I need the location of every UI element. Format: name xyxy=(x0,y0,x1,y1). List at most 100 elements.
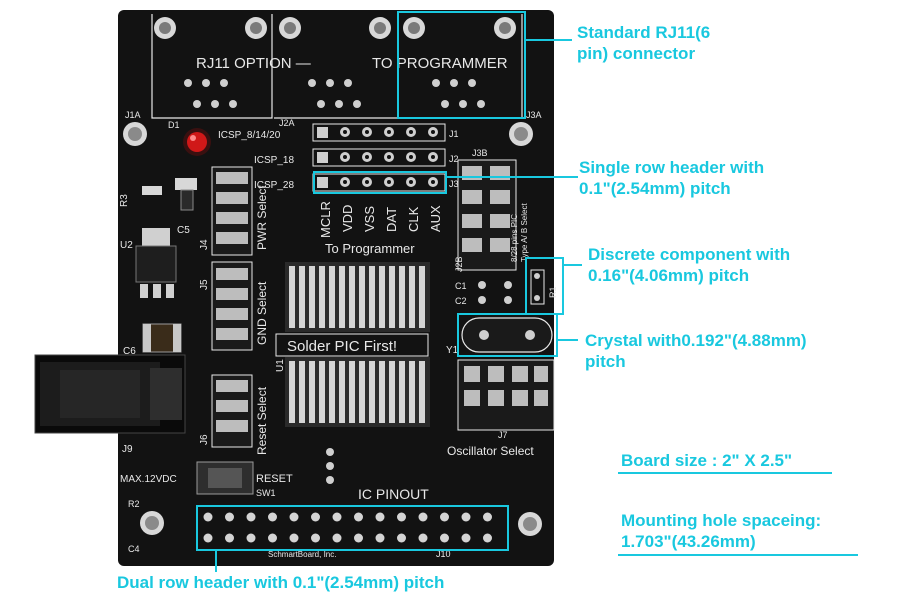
header-pin xyxy=(246,533,256,543)
board-size-callout: Board size : 2" X 2.5" xyxy=(621,451,793,470)
header-pin xyxy=(225,512,234,522)
ic-pad xyxy=(329,266,335,328)
header-pin xyxy=(461,512,471,522)
ic-pad xyxy=(359,266,365,328)
mounting-hole-bottom-left xyxy=(140,511,164,535)
c6-capacitor xyxy=(142,323,182,353)
rj11-mounting-pads xyxy=(154,17,516,39)
pin-label-clk: CLK xyxy=(406,206,421,232)
header-pin xyxy=(375,533,385,543)
ic-pad xyxy=(399,361,405,423)
rj11-option-label: RJ11 OPTION — xyxy=(196,55,311,72)
ic-pad xyxy=(399,266,405,328)
j5-label: J5 xyxy=(199,279,210,290)
dc-power-jack-j9 xyxy=(34,354,186,434)
test-points xyxy=(326,448,334,484)
ic-pad xyxy=(369,361,375,423)
ic-pad xyxy=(339,361,345,423)
ic-pad xyxy=(359,361,365,423)
led-d1 xyxy=(183,128,211,156)
mounting-underline xyxy=(618,554,858,556)
mounting-hole-top-left xyxy=(123,122,147,146)
header-pin xyxy=(268,512,277,522)
r3-resistor xyxy=(142,186,162,195)
mounting-hole-top-right xyxy=(509,122,533,146)
j6-label: J6 xyxy=(199,434,210,445)
crystal-highlight-box xyxy=(457,313,558,357)
j1-label: J1 xyxy=(449,129,459,139)
y1-label: Y1 xyxy=(446,345,459,356)
c2-label: C2 xyxy=(455,296,467,306)
rj11-signal-pads xyxy=(184,79,485,108)
j3b-label: J3B xyxy=(472,148,488,158)
header-pin xyxy=(311,512,320,522)
ic-pinout-label: IC PINOUT xyxy=(358,486,429,502)
r2-label: R2 xyxy=(128,499,140,509)
gnd-select-label: GND Select xyxy=(255,281,269,345)
programmer-pin-labels: MCLR VDD VSS DAT CLK AUX xyxy=(318,201,443,238)
crystal-callout-line1: Crystal with0.192"(4.88mm) xyxy=(585,331,807,350)
reset-button-sw1 xyxy=(196,461,254,495)
dual-row-header-j10 xyxy=(203,512,492,543)
mounting-callout: Mounting hole spaceing: 1.703"(43.26mm) xyxy=(621,510,821,552)
pin-count-label: 8/28 pins PIC xyxy=(510,214,519,262)
c6-label: C6 xyxy=(123,346,136,357)
pin-label-aux: AUX xyxy=(428,205,443,232)
rj11-highlight-box xyxy=(397,11,526,119)
max-vdc-label: MAX.12VDC xyxy=(120,474,177,485)
type-ab-select-label: Type A/ B Select xyxy=(520,203,529,262)
mounting-hole-bottom-right xyxy=(518,512,542,536)
icsp-8-14-20-label: ICSP_8/14/20 xyxy=(218,130,281,141)
header-pin xyxy=(483,533,492,543)
ic-pad xyxy=(389,266,395,328)
sw1-label: SW1 xyxy=(256,488,276,498)
ic-pads-bottom-row xyxy=(289,361,425,423)
dual-row-highlight-box xyxy=(196,505,509,551)
discrete-callout: Discrete component with 0.16"(4.06mm) pi… xyxy=(588,244,790,286)
ic-pad xyxy=(319,266,325,328)
c1-label: C1 xyxy=(455,281,467,291)
ic-pad xyxy=(419,266,425,328)
c5-label: C5 xyxy=(177,225,190,236)
j4-label: J4 xyxy=(199,239,210,250)
dual-row-callout: Dual row header with 0.1"(2.54mm) pitch xyxy=(117,573,445,592)
u2-regulator xyxy=(135,228,177,298)
crystal-callout-line2: pitch xyxy=(585,352,626,371)
ic-pad xyxy=(299,266,305,328)
pin-label-mclr: MCLR xyxy=(318,201,333,238)
rj11-callout-line2: pin) connector xyxy=(577,44,696,63)
ic-pad xyxy=(289,361,295,423)
header-pin xyxy=(203,512,213,522)
icsp-18-label: ICSP_18 xyxy=(254,155,294,166)
pwr-select-label: PWR Select xyxy=(255,185,269,250)
header-pin xyxy=(440,533,449,543)
d1-label: D1 xyxy=(168,120,180,130)
solder-pic-first-label: Solder PIC First! xyxy=(287,338,397,355)
header-pin xyxy=(418,512,428,522)
single-row-callout-line2: 0.1"(2.54mm) pitch xyxy=(579,179,731,198)
c5-capacitor-pads xyxy=(175,178,197,190)
ic-pad xyxy=(299,361,305,423)
crystal-y1 xyxy=(461,317,553,353)
header-pin xyxy=(225,533,234,543)
pin-label-vss: VSS xyxy=(362,206,377,232)
header-pin xyxy=(461,533,471,543)
single-row-callout-line1: Single row header with xyxy=(579,158,765,177)
discrete-callout-line2: 0.16"(4.06mm) pitch xyxy=(588,266,750,285)
ic-pads-top-row xyxy=(289,266,425,328)
ic-pad xyxy=(349,266,355,328)
header-pin xyxy=(354,512,363,522)
pin-label-dat: DAT xyxy=(384,207,399,232)
ic-pad xyxy=(339,266,345,328)
rj11-callout-line1: Standard RJ11(6 xyxy=(577,23,711,42)
ic-pad xyxy=(409,266,415,328)
board-size-underline xyxy=(618,472,832,474)
r3-label: R3 xyxy=(119,194,130,207)
j3a-label: J3A xyxy=(526,110,542,120)
j2b-label: J2B xyxy=(454,256,464,272)
solder-pic-banner xyxy=(275,333,429,357)
header-pin xyxy=(246,512,256,522)
r1-label: R1 xyxy=(548,286,558,298)
header-pin xyxy=(332,512,342,522)
